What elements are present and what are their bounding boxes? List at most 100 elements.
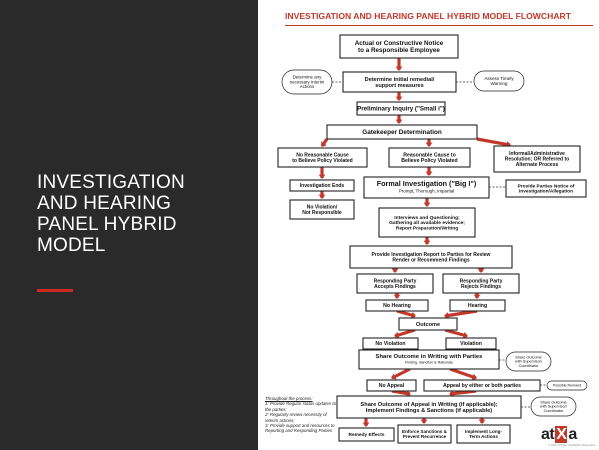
flow-node-no-violation-2: No Violation [362, 337, 419, 350]
flow-arrow-head [321, 141, 327, 147]
flow-node-box [342, 71, 457, 93]
flow-arrow-head [406, 390, 411, 397]
flow-node-box [449, 299, 506, 312]
flow-node-label: Responding Party [374, 278, 417, 284]
slide-title: INVESTIGATION AND HEARING PANEL HYBRID M… [37, 172, 185, 256]
flow-node-box [358, 349, 500, 370]
flow-node-label: Appeal by either or both parties [443, 383, 521, 389]
flow-node-box [442, 273, 520, 294]
flow-node-label: Warning [491, 81, 508, 86]
flow-node-label: to Believe Policy Violated [292, 158, 353, 164]
flow-arrow-head [477, 268, 485, 273]
flow-arrow-head [395, 96, 403, 101]
flow-node-box [445, 337, 497, 350]
flow-node-box [356, 101, 446, 116]
flow-node-label: Implement Findings & Sanctions (if appli… [366, 408, 493, 414]
flow-node-box [289, 179, 355, 192]
flow-arrow-head [462, 331, 468, 339]
flow-node-label: Coordinator [519, 364, 540, 368]
flow-node-box [473, 70, 525, 92]
flow-node-label: Remedy Effects [349, 432, 385, 438]
flow-node-sublabel: Finding, Sanction & Rationale [405, 361, 453, 365]
flow-node-label: Share Outcome [540, 401, 567, 405]
flow-arrow-head [362, 422, 370, 427]
flow-node-interviews: Interviews and Questioning;Gathering all… [378, 207, 476, 238]
flow-arrow-head [471, 373, 477, 381]
flow-node-box [338, 427, 395, 442]
flow-arrow-head [444, 312, 449, 319]
flow-node-label: Term Actions [469, 434, 498, 439]
flow-node-box [505, 179, 587, 198]
flow-node-label: Share Outcome [515, 356, 542, 360]
flow-node-box [356, 273, 434, 294]
flow-node-notice-parties: Provide Parties Notice ofInvestigation/A… [505, 179, 587, 198]
flow-node-box [366, 379, 417, 392]
flow-arrow [449, 367, 477, 380]
flow-node-label: Interviews and Questioning; [394, 215, 460, 221]
flow-node-label: Assess Timely [484, 76, 514, 81]
flow-node-label: Rejects Findings [461, 284, 501, 290]
flow-node-label: No Violation/ [307, 204, 338, 210]
flow-node-label: Hearing [468, 303, 487, 309]
flow-node-inv-ends: Investigation Ends [289, 179, 355, 192]
flow-arrow-head [449, 390, 454, 397]
flow-arrow-head [473, 294, 481, 299]
flow-node-longterm: Implement Long-Term Actions [456, 424, 511, 444]
flow-node-label: No Appeal [379, 383, 405, 389]
process-note-heading: Throughout the process: [265, 396, 313, 401]
flow-arrow-head [423, 202, 431, 207]
flow-node-box [365, 299, 429, 312]
flow-node-box [493, 145, 581, 173]
flow-node-box [277, 147, 368, 168]
flow-node-box [281, 69, 333, 95]
flow-node-label: Not Responsible [302, 210, 342, 216]
flow-node-label: Gatekeeper Determination [362, 129, 442, 136]
flow-arrow-head [391, 268, 399, 273]
flowchart-title-underline [285, 25, 593, 26]
flow-node-box [363, 176, 490, 199]
flow-node-no-violation-1: No Violation/Not Responsible [289, 199, 355, 220]
flow-node-box [423, 379, 541, 392]
flow-node-label: Accepts Findings [374, 284, 416, 290]
flow-node-box [398, 317, 458, 331]
flow-node-no-hearing: No Hearing [365, 299, 429, 312]
flow-node-label: Coordinator [544, 409, 565, 413]
flow-arrow-head [425, 171, 433, 176]
flow-node-label: Investigation/Allegation [519, 189, 573, 195]
flowchart-title: INVESTIGATION AND HEARING PANEL HYBRID M… [285, 11, 571, 21]
flow-node-violation: Violation [445, 337, 497, 350]
flow-node-no-appeal: No Appeal [366, 379, 417, 392]
flow-node-formal: Formal Investigation ("Big I")Prompt, Th… [363, 176, 490, 199]
flow-node-label: Determine initial remedial/ [365, 77, 435, 83]
flow-node-label: support measures [375, 83, 424, 89]
flow-arrow-head [410, 311, 416, 319]
flow-arrow [394, 328, 416, 338]
flow-node-appeal: Appeal by either or both parties [423, 379, 541, 392]
flow-node-label: Report Preparation/Writing [396, 225, 458, 231]
flow-node-label: Share Outcome in Writing with Parties [376, 354, 484, 360]
flow-node-remedy: Remedy Effects [338, 427, 395, 442]
flow-node-label: Implement Long- [465, 429, 502, 434]
flow-node-prelim: Preliminary Inquiry ("Small i") [356, 101, 446, 116]
copyright-text: © 2017 ATIXA. All Rights Reserved. [548, 443, 596, 447]
flow-node-box [289, 199, 355, 220]
flow-node-label: Share Outcome of Appeal in Writing (if a… [360, 402, 497, 408]
flow-node-label: Actions [300, 84, 315, 89]
flow-node-label: No Hearing [383, 303, 411, 309]
flow-node-label: with Supervisor/ [540, 405, 568, 409]
flow-arrow-head [395, 119, 403, 124]
flow-node-label: Formal Investigation ("Big I") [377, 179, 477, 188]
process-note-item: 3: Provide support and resources to Repo… [265, 423, 335, 434]
flow-node-label: Determine any [293, 75, 322, 80]
flow-node-label: Violation [460, 341, 482, 347]
flow-node-label: Informal/Administrative [509, 151, 565, 157]
flow-node-enforce: Enforce Sanctions &Prevent Recurrence [397, 424, 452, 444]
flow-node-box [456, 424, 511, 444]
flow-node-remedial: Determine initial remedial/support measu… [342, 71, 457, 93]
flow-arrow-head [420, 419, 428, 424]
